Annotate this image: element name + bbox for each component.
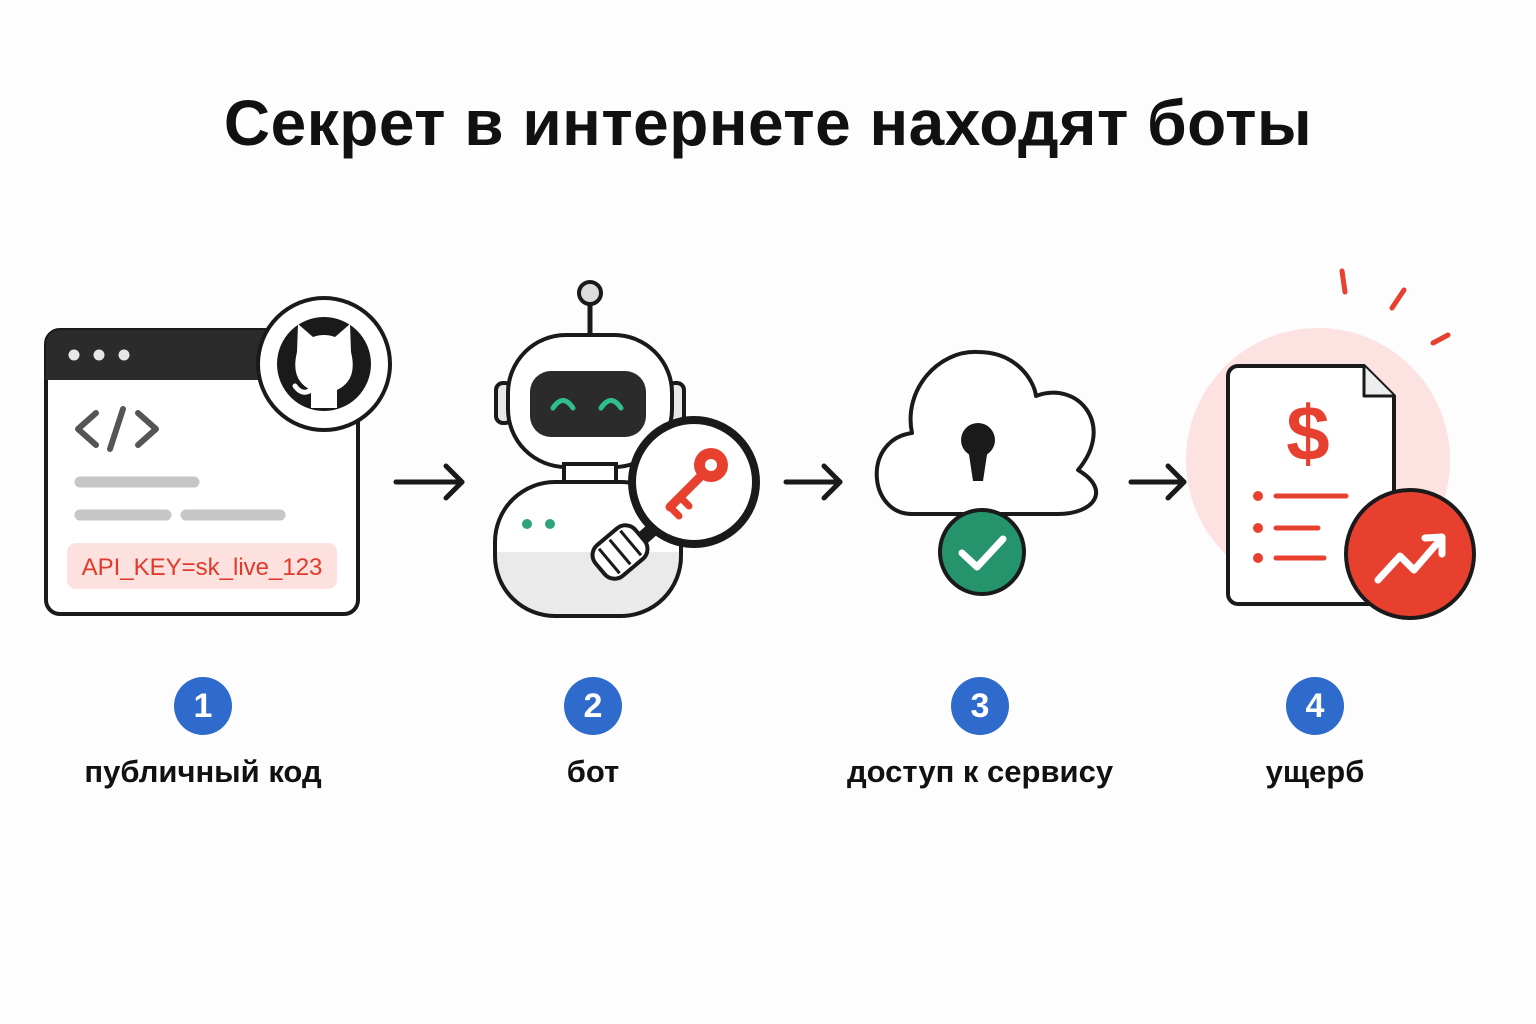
api-key-snippet: API_KEY=sk_live_123	[82, 554, 323, 581]
code-brackets-icon	[75, 406, 159, 452]
check-circle-icon	[938, 508, 1026, 596]
step-1-badge: 1	[174, 677, 232, 735]
cloud-lock-icon	[874, 349, 1099, 516]
step-3-label: доступ к сервису	[846, 754, 1114, 789]
dollar-sign-icon: $	[1286, 389, 1329, 477]
arrow-right-icon	[1128, 463, 1187, 501]
step-2-label: бот	[566, 754, 620, 789]
key-icon	[665, 448, 728, 520]
magnifier-key-icon	[590, 416, 760, 581]
trend-up-icon	[1344, 488, 1476, 620]
alert-rays-icon	[1339, 268, 1451, 346]
step-4-label: ущерб	[1265, 754, 1365, 789]
step-2-badge: 2	[564, 677, 622, 735]
arrow-right-icon	[783, 463, 843, 501]
step-4-badge: 4	[1286, 677, 1344, 735]
step-3-badge: 3	[951, 677, 1009, 735]
page-title: Секрет в интернете находят боты	[223, 87, 1313, 159]
github-icon	[256, 296, 392, 432]
arrow-right-icon	[393, 463, 465, 501]
step-1-label: публичный код	[84, 754, 322, 789]
